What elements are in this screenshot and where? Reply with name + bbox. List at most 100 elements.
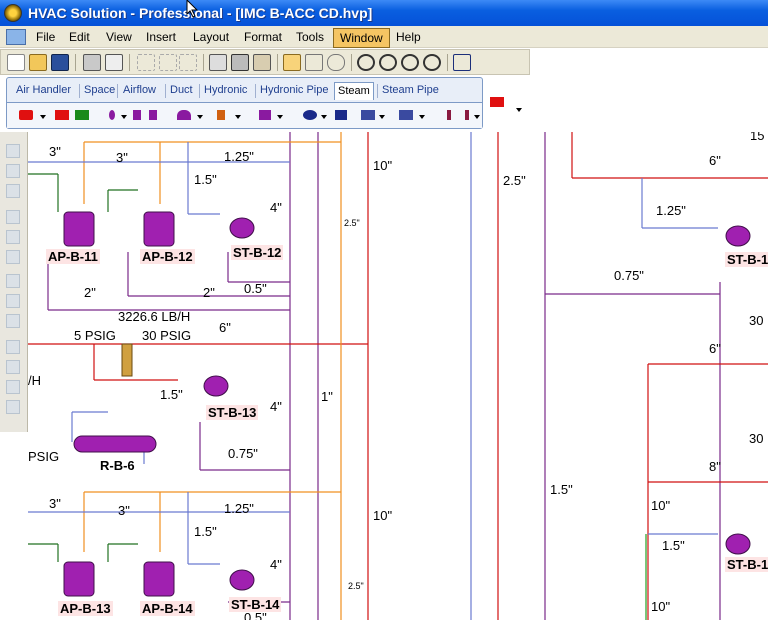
meter-tool-icon[interactable] xyxy=(149,110,157,120)
coil-tool-icon[interactable] xyxy=(361,110,375,120)
zoom-out-icon[interactable] xyxy=(379,54,397,71)
equipment-tag-ap-b-13[interactable]: AP-B-13 xyxy=(58,601,113,616)
pipe-size-label: 1.25" xyxy=(224,149,254,164)
tab-air-handler[interactable]: Air Handler xyxy=(16,84,72,96)
standard-toolbar xyxy=(0,49,530,75)
line-color-tool-icon[interactable] xyxy=(490,97,504,107)
steam-trap-icon[interactable] xyxy=(725,225,751,247)
pipe-size-label: 0.75" xyxy=(614,268,644,283)
radiator-tool-icon[interactable] xyxy=(177,110,191,120)
equipment-tag-st-b-12[interactable]: ST-B-12 xyxy=(231,245,284,260)
strainer-tool-icon[interactable] xyxy=(259,110,271,120)
tab-hydronic-pipe[interactable]: Hydronic Pipe xyxy=(260,84,329,96)
open-icon[interactable] xyxy=(29,54,47,71)
connect-icon[interactable] xyxy=(305,54,323,71)
new-icon[interactable] xyxy=(7,54,25,71)
equipment-tag-r-b-6[interactable]: R-B-6 xyxy=(100,458,135,473)
receiver-tank-icon[interactable] xyxy=(73,435,157,453)
left-tool-icon[interactable] xyxy=(6,250,20,264)
tab-airflow[interactable]: Airflow xyxy=(123,84,157,96)
redo-icon[interactable] xyxy=(179,54,197,71)
condensate-tool-icon[interactable] xyxy=(75,110,89,120)
flange-tool-icon[interactable] xyxy=(447,110,451,120)
mouse-cursor-icon xyxy=(186,0,199,18)
menu-format[interactable]: Format xyxy=(244,30,283,44)
equipment-tag-st-b-1[interactable]: ST-B-1 xyxy=(725,252,768,267)
menu-edit[interactable]: Edit xyxy=(69,30,90,44)
left-tool-icon[interactable] xyxy=(6,144,20,158)
pointer-icon[interactable] xyxy=(283,54,301,71)
menu-file[interactable]: File xyxy=(36,30,56,44)
document-icon[interactable] xyxy=(6,29,26,45)
pressure-reducing-valve-icon[interactable] xyxy=(121,343,133,377)
equipment-tag-st-b-14[interactable]: ST-B-14 xyxy=(229,597,282,612)
pipe-size-label: 0.5" xyxy=(244,610,267,620)
left-tool-icon[interactable] xyxy=(6,184,20,198)
pipe-size-label: 0.5" xyxy=(244,281,267,296)
zoom-extents-icon[interactable] xyxy=(423,54,441,71)
paint-icon[interactable] xyxy=(253,54,271,71)
menu-layout[interactable]: Layout xyxy=(193,30,230,44)
print-preview-icon[interactable] xyxy=(105,54,123,71)
left-tool-icon[interactable] xyxy=(6,210,20,224)
left-tool-icon[interactable] xyxy=(6,164,20,178)
app-icon[interactable] xyxy=(4,4,22,22)
menu-bar: File Edit View Insert Layout Format Tool… xyxy=(0,26,768,48)
equipment-tag-ap-b-14[interactable]: AP-B-14 xyxy=(140,601,195,616)
pipe-size-label: 3" xyxy=(116,150,128,165)
steam-source-tool-icon[interactable] xyxy=(55,110,69,120)
pipe-size-label: 30 xyxy=(749,431,764,446)
left-tool-icon[interactable] xyxy=(6,380,20,394)
left-tool-icon[interactable] xyxy=(6,294,20,308)
cut-icon[interactable] xyxy=(137,54,155,71)
undo-icon[interactable] xyxy=(159,54,177,71)
tab-duct[interactable]: Duct xyxy=(170,84,193,96)
menu-tools[interactable]: Tools xyxy=(296,30,325,44)
zoom-in-icon[interactable] xyxy=(357,54,375,71)
pump-tool-icon[interactable] xyxy=(217,110,225,120)
menu-insert[interactable]: Insert xyxy=(146,30,177,44)
tab-steam-pipe[interactable]: Steam Pipe xyxy=(382,84,439,96)
equipment-tag-st-b-13[interactable]: ST-B-13 xyxy=(206,405,259,420)
pan-hand-icon[interactable] xyxy=(327,54,345,71)
tab-steam[interactable]: Steam xyxy=(334,82,374,100)
left-tool-icon[interactable] xyxy=(6,340,20,354)
equipment-tag-ap-b-11[interactable]: AP-B-11 xyxy=(46,249,100,264)
steam-trap-icon[interactable] xyxy=(203,375,229,397)
drawing-canvas[interactable]: AP-B-11 AP-B-12 ST-B-12 ST-B-1 ST-B-13 R… xyxy=(28,132,768,620)
left-tool-icon[interactable] xyxy=(6,400,20,414)
exchanger-tool-icon[interactable] xyxy=(335,110,347,120)
air-handler-unit-icon[interactable] xyxy=(63,211,95,247)
save-icon[interactable] xyxy=(51,54,69,71)
air-handler-unit-icon[interactable] xyxy=(63,561,95,597)
steam-trap-icon[interactable] xyxy=(725,533,751,555)
help-pointer-icon[interactable] xyxy=(453,54,471,71)
steam-boiler-tool-icon[interactable] xyxy=(19,110,33,120)
equipment-tag-st-b-1[interactable]: ST-B-1 xyxy=(725,557,768,572)
pipe-size-label: 10" xyxy=(373,158,393,173)
air-handler-unit-icon[interactable] xyxy=(143,561,175,597)
properties-icon[interactable] xyxy=(209,54,227,71)
tab-space[interactable]: Space xyxy=(84,84,116,96)
pipe-end-tool-icon[interactable] xyxy=(465,110,469,120)
component-ribbon: Air Handler Space Airflow Duct Hydronic … xyxy=(6,77,483,129)
left-tool-icon[interactable] xyxy=(6,274,20,288)
menu-window[interactable]: Window xyxy=(333,28,390,48)
print-icon[interactable] xyxy=(83,54,101,71)
air-handler-unit-icon[interactable] xyxy=(143,211,175,247)
trap-tool-icon[interactable] xyxy=(109,110,115,120)
left-tool-icon[interactable] xyxy=(6,360,20,374)
zoom-window-icon[interactable] xyxy=(401,54,419,71)
left-tool-icon[interactable] xyxy=(6,314,20,328)
valve-tool-icon[interactable] xyxy=(133,110,141,120)
menu-help[interactable]: Help xyxy=(396,30,421,44)
left-tool-icon[interactable] xyxy=(6,230,20,244)
steam-trap-icon[interactable] xyxy=(229,569,255,591)
equipment-tag-ap-b-12[interactable]: AP-B-12 xyxy=(140,249,195,264)
steam-trap-icon[interactable] xyxy=(229,217,255,239)
tab-hydronic[interactable]: Hydronic xyxy=(204,84,248,96)
unit-heater-tool-icon[interactable] xyxy=(399,110,413,120)
calculator-icon[interactable] xyxy=(231,54,249,71)
menu-view[interactable]: View xyxy=(106,30,132,44)
tank-tool-icon[interactable] xyxy=(303,110,317,120)
